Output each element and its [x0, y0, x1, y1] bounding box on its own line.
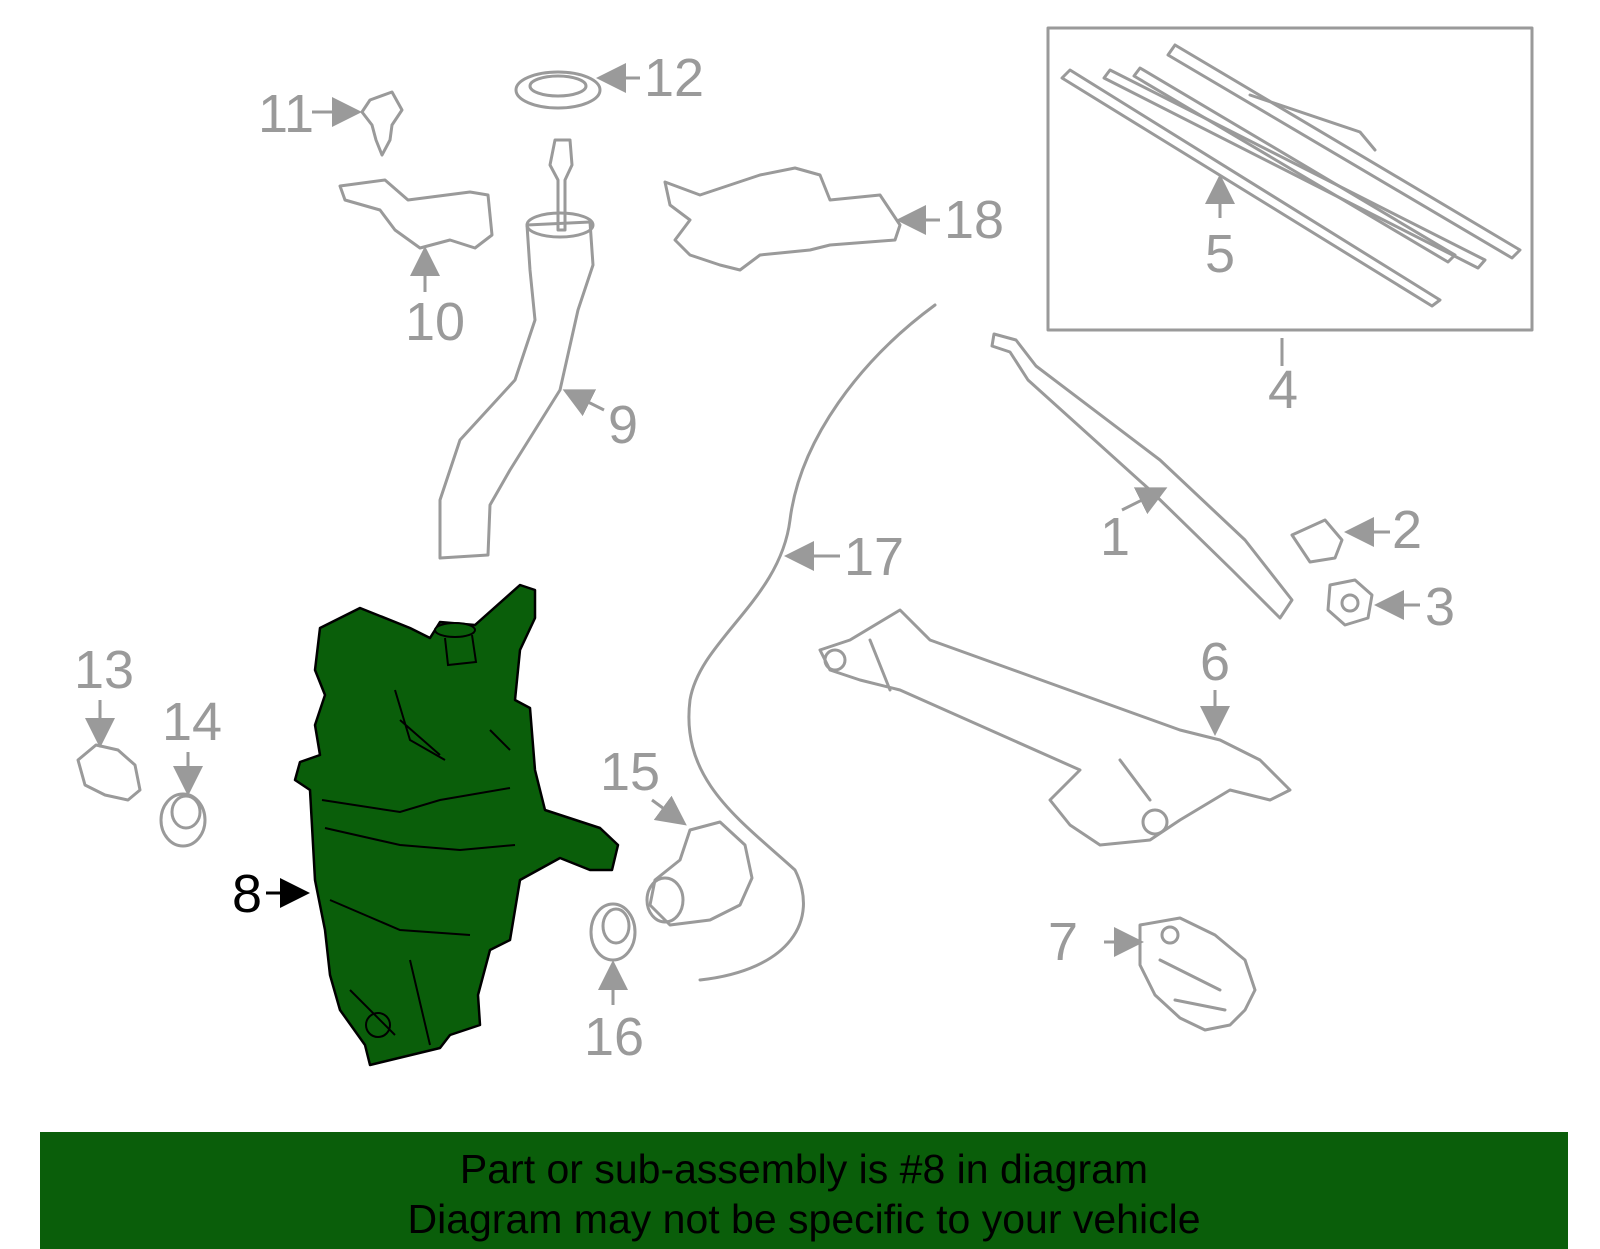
callout-labels: 11 12 10 9 18 5 4 1 2 3 6 7 17 13 14 15 …: [74, 48, 1455, 1067]
callout-3: 3: [1425, 577, 1455, 637]
nozzle-bracket: [663, 166, 902, 272]
callout-14: 14: [162, 692, 222, 752]
connector: [76, 743, 142, 802]
washer-reservoir: [293, 583, 620, 1067]
filler-neck: [438, 220, 595, 560]
footer-line-2: Diagram may not be specific to your vehi…: [407, 1196, 1201, 1242]
callout-10: 10: [405, 292, 465, 352]
washer-hose: [687, 303, 937, 982]
leader-lines: [85, 63, 1420, 1005]
arm-cap: [1290, 518, 1344, 564]
footer-bar: Part or sub-assembly is #8 in diagram Di…: [40, 1132, 1568, 1249]
callout-8: 8: [232, 864, 262, 924]
callout-11: 11: [258, 84, 314, 144]
washer-pump: [645, 820, 754, 927]
bracket: [338, 178, 494, 250]
grommet-16: [589, 902, 637, 962]
nut: [1326, 578, 1374, 627]
wiper-blade-kit-box: [1046, 26, 1534, 332]
wiper-arm: [990, 332, 1294, 620]
wiper-linkage: [818, 608, 1292, 847]
filler-neck-opening: [525, 211, 595, 239]
callout-16: 16: [584, 1007, 644, 1067]
reservoir-cap: [514, 70, 602, 110]
callout-5: 5: [1205, 224, 1235, 284]
callout-7: 7: [1048, 912, 1078, 972]
callout-1: 1: [1100, 507, 1130, 567]
push-clip: [360, 90, 404, 157]
callout-4: 4: [1268, 360, 1298, 420]
callout-12: 12: [644, 48, 704, 108]
footer-line-1: Part or sub-assembly is #8 in diagram: [459, 1146, 1149, 1192]
callout-9: 9: [608, 395, 638, 455]
callout-2: 2: [1392, 500, 1422, 560]
wiper-motor: [1138, 916, 1257, 1032]
dipstick: [548, 138, 574, 232]
callout-15: 15: [600, 742, 660, 802]
callout-18: 18: [944, 190, 1004, 250]
callout-6: 6: [1200, 632, 1230, 692]
callout-17: 17: [844, 527, 904, 587]
callout-13: 13: [74, 640, 134, 700]
grommet-14: [159, 792, 207, 848]
